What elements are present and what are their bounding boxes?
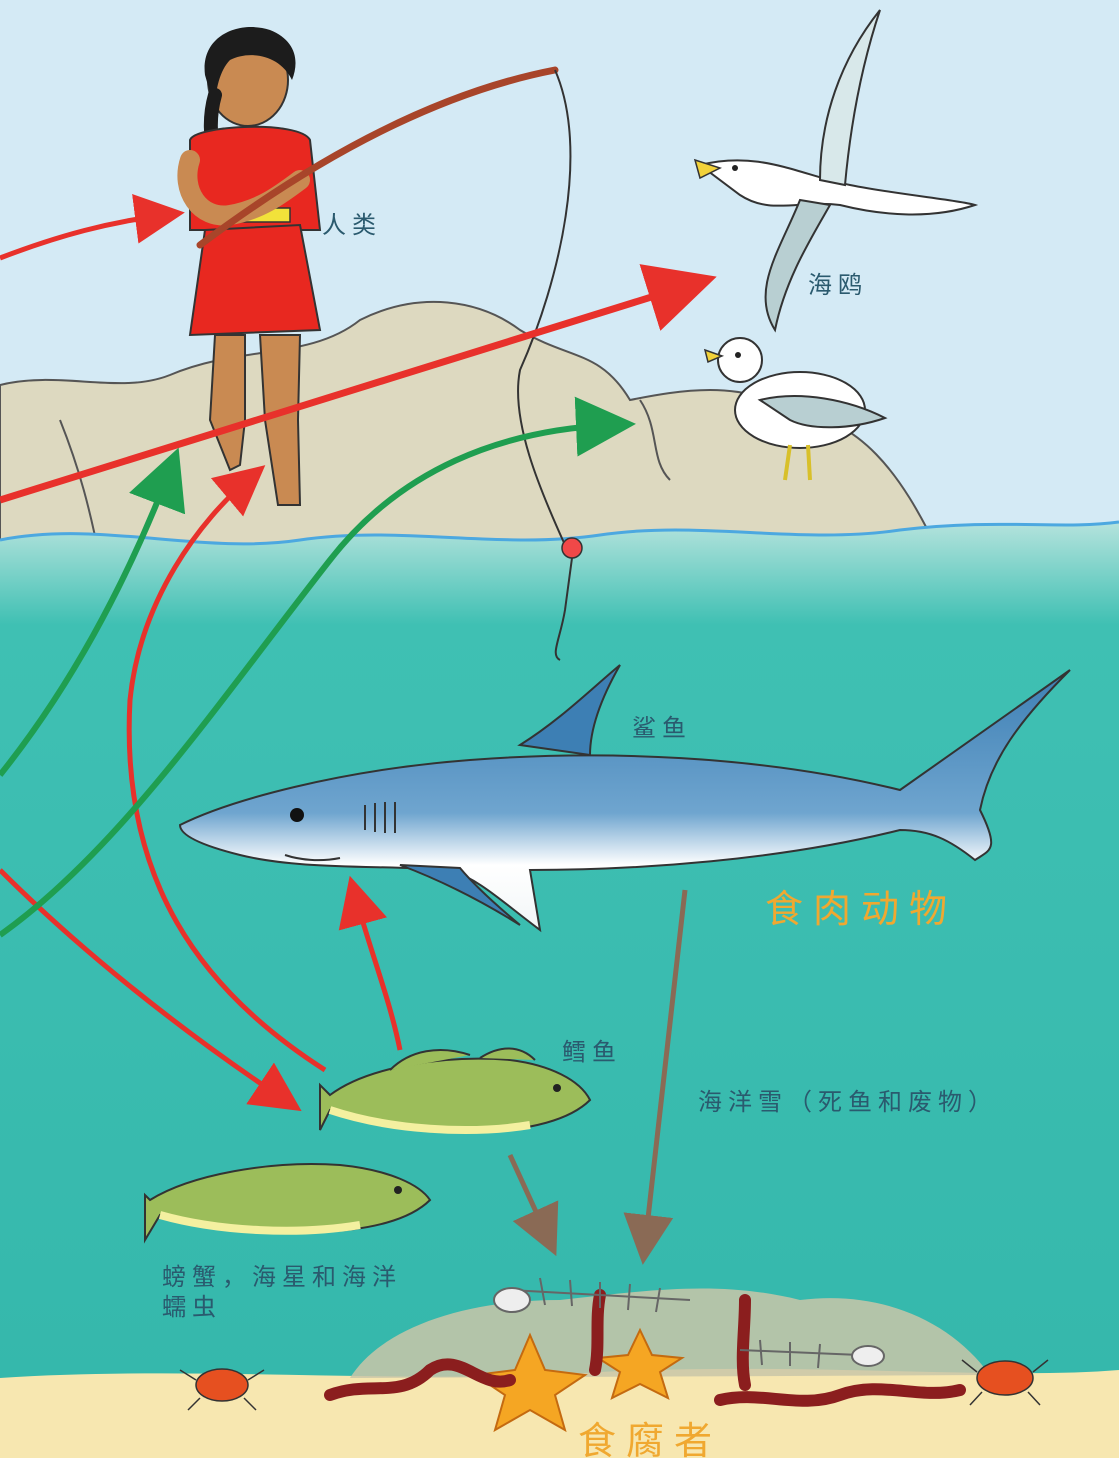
label-seagull: 海鸥: [808, 265, 868, 300]
label-shark: 鲨鱼: [632, 708, 692, 743]
label-marine-snow: 海洋雪（死鱼和废物）: [698, 1082, 998, 1117]
label-human: 人类: [322, 205, 382, 240]
sea: [0, 522, 1119, 1380]
label-scavengers: 食腐者: [578, 1410, 722, 1465]
label-bottom-dwellers: 螃蟹，海星和海洋蠕虫: [162, 1262, 422, 1322]
label-carnivores: 食肉动物: [765, 878, 957, 933]
label-cod: 鳕鱼: [562, 1032, 622, 1067]
